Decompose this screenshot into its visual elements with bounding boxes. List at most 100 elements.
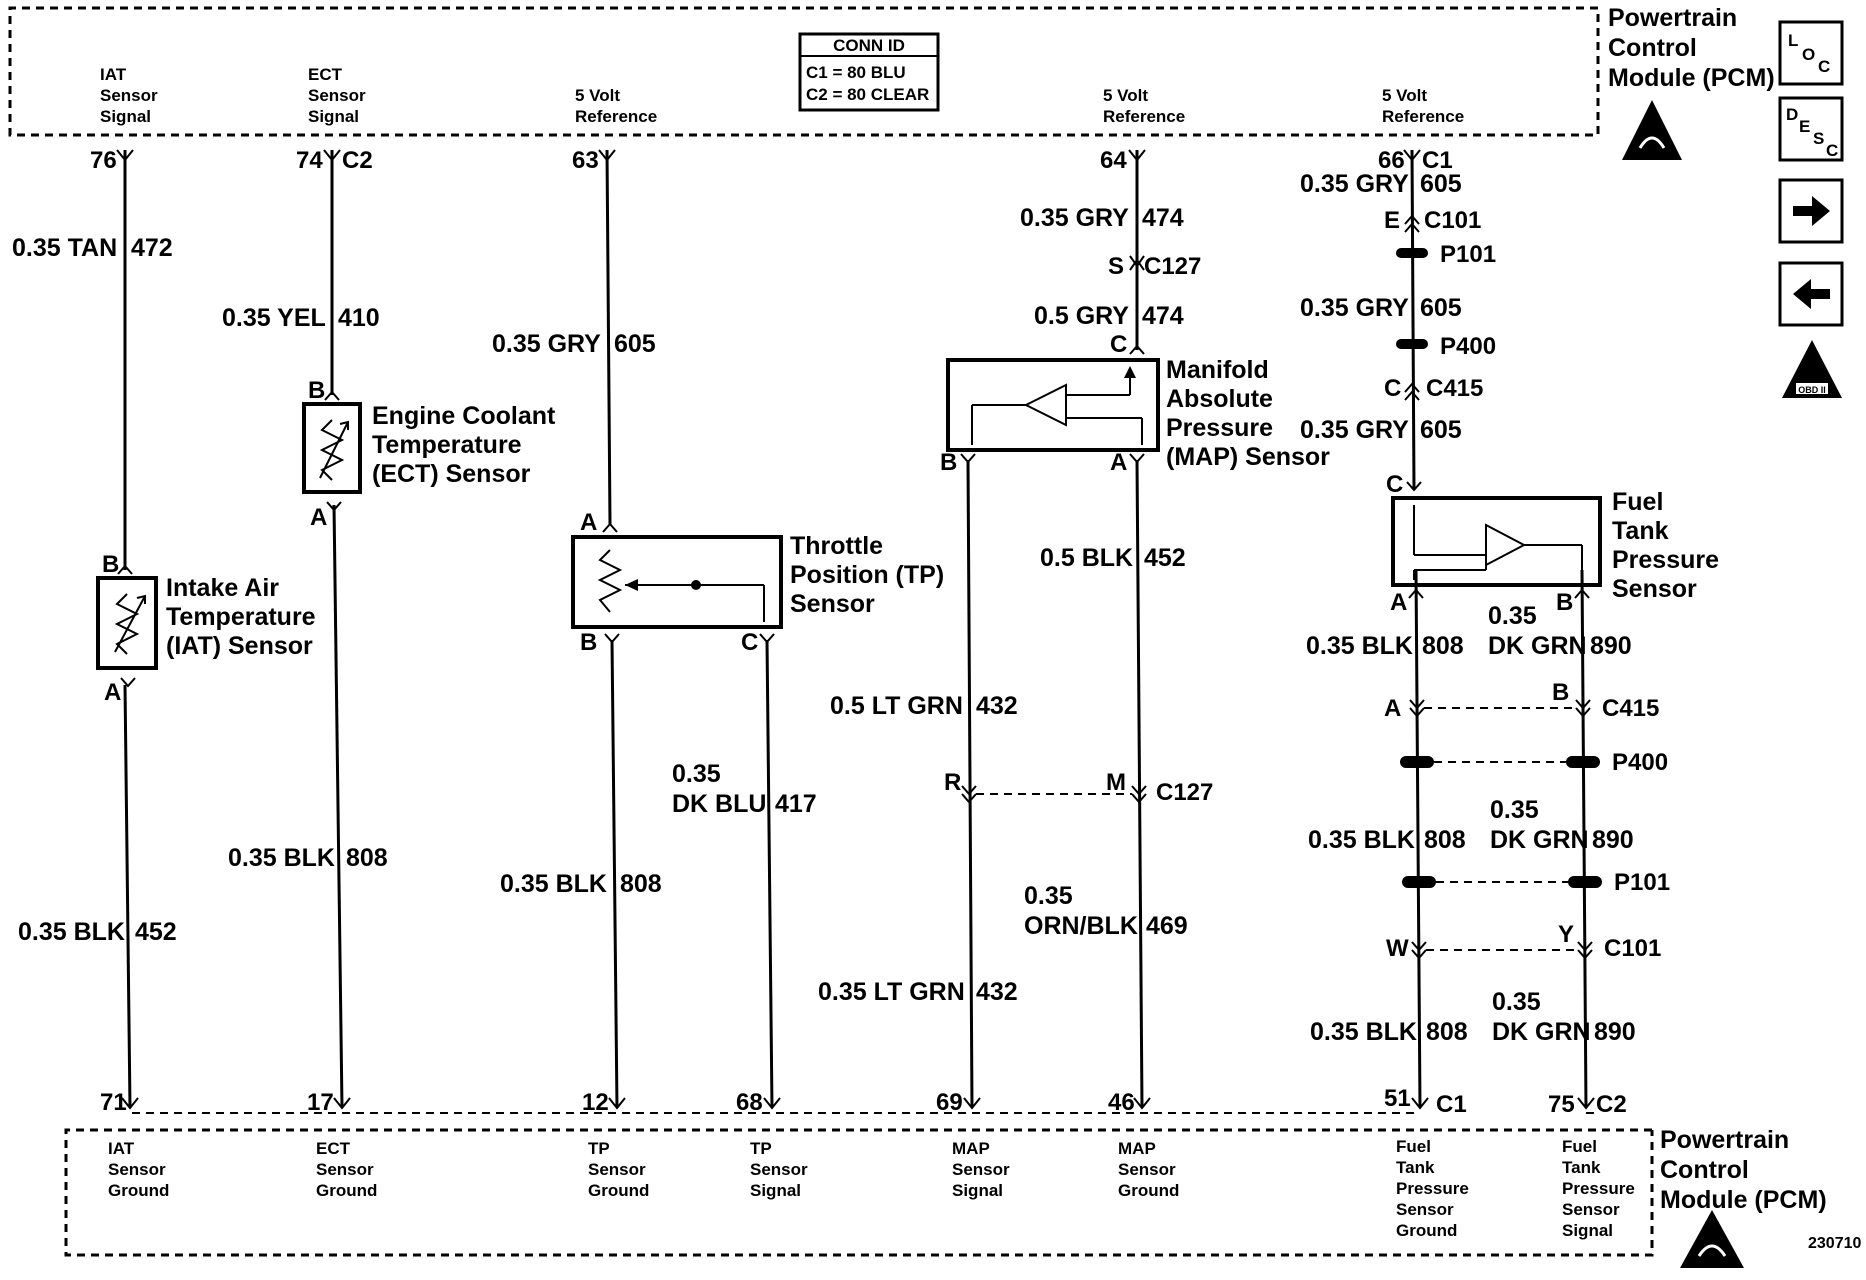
pin-12: 12 (582, 1089, 609, 1116)
map-ground-circuit-1: 452 (1144, 544, 1186, 572)
pcm-bottom-title-2: Control (1660, 1156, 1749, 1184)
map-signal-label-2: Sensor (952, 1160, 1010, 1179)
fuel-tank-pressure-sensor[interactable]: A B Fuel Tank Pressure Sensor (1390, 488, 1719, 616)
ect-signal-label-2: Sensor (308, 86, 366, 105)
conn-p400-bottom: P400 (1612, 749, 1668, 776)
loc-icon[interactable]: L O C (1778, 20, 1844, 86)
map-sensor[interactable]: B A Manifold Absolute Pressure (MAP) Sen… (940, 356, 1330, 476)
map-sensor-label-4: (MAP) Sensor (1166, 443, 1330, 471)
fuel-sensor-label-2: Tank (1612, 517, 1669, 545)
fuel-ref-circuit-1: 605 (1420, 170, 1462, 198)
loc-icon-o: O (1802, 45, 1815, 64)
conn-p101-bottom: P101 (1614, 869, 1670, 896)
fuel-signal-label-1: Fuel (1562, 1137, 1597, 1156)
conn-p101-top: P101 (1440, 241, 1496, 268)
pin-c2-bottom: C2 (1596, 1091, 1627, 1118)
map-sensor-label-3: Pressure (1166, 414, 1273, 442)
iat-pin-b: B (102, 551, 119, 578)
conn-id-box: CONN ID C1 = 80 BLU C2 = 80 CLEAR (798, 32, 940, 112)
conn-c127-top: C127 (1144, 253, 1201, 280)
fuel-sensor-label-1: Fuel (1612, 488, 1663, 516)
iat-ground-label-1: IAT (108, 1139, 135, 1158)
pcm-bottom-title-1: Powertrain (1660, 1126, 1789, 1154)
conn-id-c1: C1 = 80 BLU (806, 63, 906, 82)
map-ref-label-2: Reference (1103, 107, 1185, 126)
pcm-top-title-1: Powertrain (1608, 4, 1737, 32)
conn-c415-bottom: C415 (1602, 695, 1659, 722)
tp-sensor[interactable]: A B C Throttle Position (TP) Sensor (571, 509, 944, 656)
esd-warning-icon (1622, 100, 1682, 160)
tp-ref-label-1: 5 Volt (575, 86, 620, 105)
fuel-inline-connectors: E C101 P101 P400 C C415 C A B C415 P400 … (1384, 207, 1670, 962)
map-ground-label-2: Sensor (1118, 1160, 1176, 1179)
fuel-signal-gauge-3b: DK GRN (1492, 1018, 1591, 1046)
conn-p400-top: P400 (1440, 333, 1496, 360)
ect-sensor-label-2: Temperature (372, 431, 522, 459)
tp-signal-gauge-1: 0.35 (672, 760, 721, 788)
pin-75: 75 (1548, 1091, 1575, 1118)
iat-sensor-label-2: Temperature (166, 603, 316, 631)
pcm-top-box: Powertrain Control Module (PCM) CONN ID … (8, 4, 1775, 137)
map-ground-circuit-2: 469 (1146, 912, 1188, 940)
pcm-bottom-title-3: Module (PCM) (1660, 1186, 1827, 1214)
conn-c415-top: C415 (1426, 375, 1483, 402)
fuel-signal-label-5: Signal (1562, 1221, 1613, 1240)
iat-ground-label-2: Sensor (108, 1160, 166, 1179)
ect-sensor[interactable]: B A Engine Coolant Temperature (ECT) Sen… (302, 377, 556, 531)
fuel-signal-label-3: Pressure (1562, 1179, 1635, 1198)
figure-id: 230710 (1808, 1235, 1861, 1252)
map-signal-label-1: MAP (952, 1139, 990, 1158)
pin-69: 69 (936, 1089, 963, 1116)
ect-pin-a: A (310, 504, 327, 531)
iat-top-gauge: 0.35 TAN (12, 234, 117, 262)
conn-a-letter: A (1384, 695, 1401, 722)
iat-bottom-gauge: 0.35 BLK (18, 918, 125, 946)
map-signal-gauge-2: 0.35 LT GRN (818, 978, 965, 1006)
map-sensor-label-1: Manifold (1166, 356, 1269, 384)
fuel-ground-gauge-1: 0.35 BLK (1306, 632, 1413, 660)
iat-sensor-label-3: (IAT) Sensor (166, 632, 313, 660)
pcm-top-title-2: Control (1608, 34, 1697, 62)
obd-ii-icon[interactable]: OBD II (1782, 340, 1842, 398)
map-pin-c: C (1110, 331, 1127, 358)
next-arrow-icon[interactable] (1778, 178, 1844, 244)
map-signal-label-3: Signal (952, 1181, 1003, 1200)
fuel-ground-label-5: Ground (1396, 1221, 1457, 1240)
fuel-signal-label-4: Sensor (1562, 1200, 1620, 1219)
fuel-sensor-label-3: Pressure (1612, 546, 1719, 574)
map-ref-label-1: 5 Volt (1103, 86, 1148, 105)
desc-icon-e: E (1799, 117, 1810, 136)
pin-17: 17 (307, 1089, 334, 1116)
ect-sensor-label-3: (ECT) Sensor (372, 460, 531, 488)
desc-icon[interactable]: D E S C (1778, 96, 1844, 162)
map-pin-b: B (940, 449, 957, 476)
tp-pin-c: C (741, 629, 758, 656)
pin-71: 71 (100, 1089, 127, 1116)
tp-signal-label-2: Sensor (750, 1160, 808, 1179)
previous-arrow-icon[interactable] (1778, 261, 1844, 327)
tp-ref-gauge: 0.35 GRY (492, 330, 601, 358)
map-ground-label-1: MAP (1118, 1139, 1156, 1158)
fuel-ground-circuit-1: 808 (1422, 632, 1464, 660)
fuel-signal-circuit-2: 890 (1592, 826, 1634, 854)
icon-column: L O C D E S C OBD II (1622, 20, 1861, 1268)
iat-sensor[interactable]: B A Intake Air Temperature (IAT) Sensor (96, 551, 316, 706)
iat-top-circuit: 472 (131, 234, 173, 262)
ect-sensor-label-1: Engine Coolant (372, 402, 556, 430)
map-signal-gauge-1: 0.5 LT GRN (830, 692, 963, 720)
pin-68: 68 (736, 1089, 763, 1116)
map-ref-circuit-1: 474 (1142, 204, 1184, 232)
fuel-signal-gauge-2a: 0.35 (1490, 796, 1539, 824)
fuel-ground-label-2: Tank (1396, 1158, 1435, 1177)
fuel-ground-gauge-2: 0.35 BLK (1308, 826, 1415, 854)
fuel-ground-label-1: Fuel (1396, 1137, 1431, 1156)
conn-w-letter: W (1386, 935, 1409, 962)
conn-id-title: CONN ID (833, 36, 905, 55)
fuel-ref-gauge-3: 0.35 GRY (1300, 416, 1409, 444)
pin-c1-top: C1 (1422, 147, 1453, 174)
map-sensor-label-2: Absolute (1166, 385, 1273, 413)
fuel-signal-circuit-1: 890 (1590, 632, 1632, 660)
map-ref-gauge-2: 0.5 GRY (1034, 302, 1129, 330)
fuel-sensor-label-4: Sensor (1612, 575, 1697, 603)
iat-ground-label-3: Ground (108, 1181, 169, 1200)
